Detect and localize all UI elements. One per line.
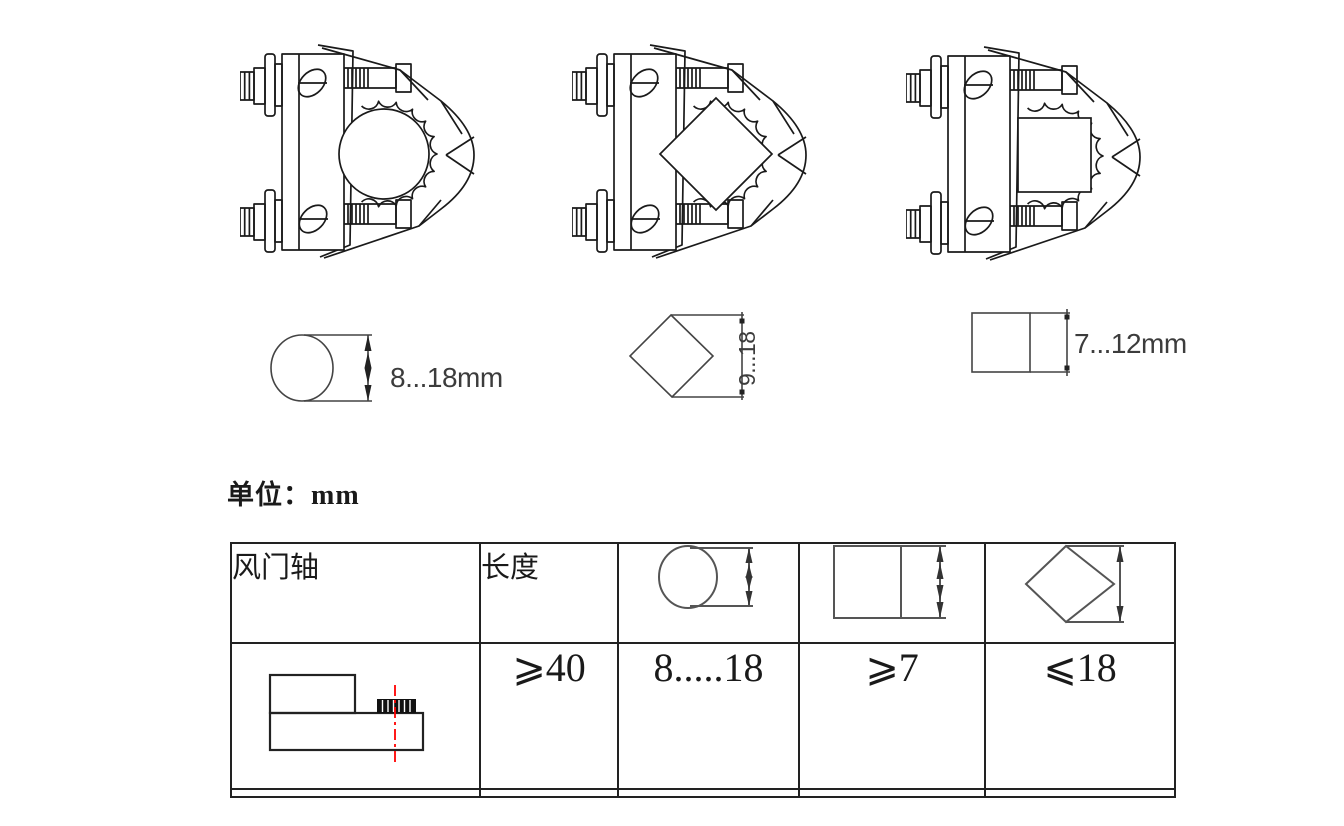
table-bottom-sliver-row [230,788,1176,798]
shaft-cross-section-diamond [658,96,774,212]
shaft-profile-drawing [268,673,425,766]
dimension-figure-square: 7...12mm [971,309,1187,376]
header-circle [617,542,800,644]
unit-label: 单位： [227,480,311,510]
dimension-figure-circle: 8...18mm [270,334,503,402]
square-dim-icon [833,545,946,619]
clamp-figure-square-shaft [906,44,1144,290]
header-length: 长度 [479,542,619,644]
header-diamond [984,542,1176,644]
shaft-cross-section-square [1017,117,1092,193]
cell-diamond-max: ⩽18 [984,642,1176,790]
clamp-figure-diamond-shaft [572,42,810,288]
dimension-figure-diamond: 9...18 [628,312,760,400]
circle-dim-label: 8...18mm [390,362,503,393]
unit-value: mm [311,480,360,511]
header-shaft: 风门轴 [230,542,481,644]
diamond-shape [628,313,715,399]
header-square [798,542,986,644]
dimension-arrows [364,335,372,401]
table-header-row: 风门轴 长度 [230,542,1176,644]
cell-circle-range: 8.....18 [617,642,800,790]
cell-shaft-profile [230,642,481,790]
table-value-row: ⩾40 8.....18 ⩾7 ⩽18 [230,642,1176,790]
dimension-ticks [739,318,745,395]
dimension-ticks [1064,314,1070,371]
spec-table: 风门轴 长度 [230,542,1176,798]
unit-note: 单位：mm [227,473,360,512]
circle-shape [270,334,334,402]
knurl-section [377,699,416,713]
square-dim-label: 7...12mm [1074,328,1187,359]
square-shape [971,312,1031,373]
circle-dim-icon [657,545,753,609]
cell-square-min: ⩾7 [798,642,986,790]
diamond-dim-label: 9...18 [734,331,760,386]
diamond-dim-icon [1024,544,1124,624]
cell-length: ⩾40 [479,642,619,790]
clamp-figure-round-shaft [240,42,478,288]
shaft-cross-section-circle [338,108,430,200]
